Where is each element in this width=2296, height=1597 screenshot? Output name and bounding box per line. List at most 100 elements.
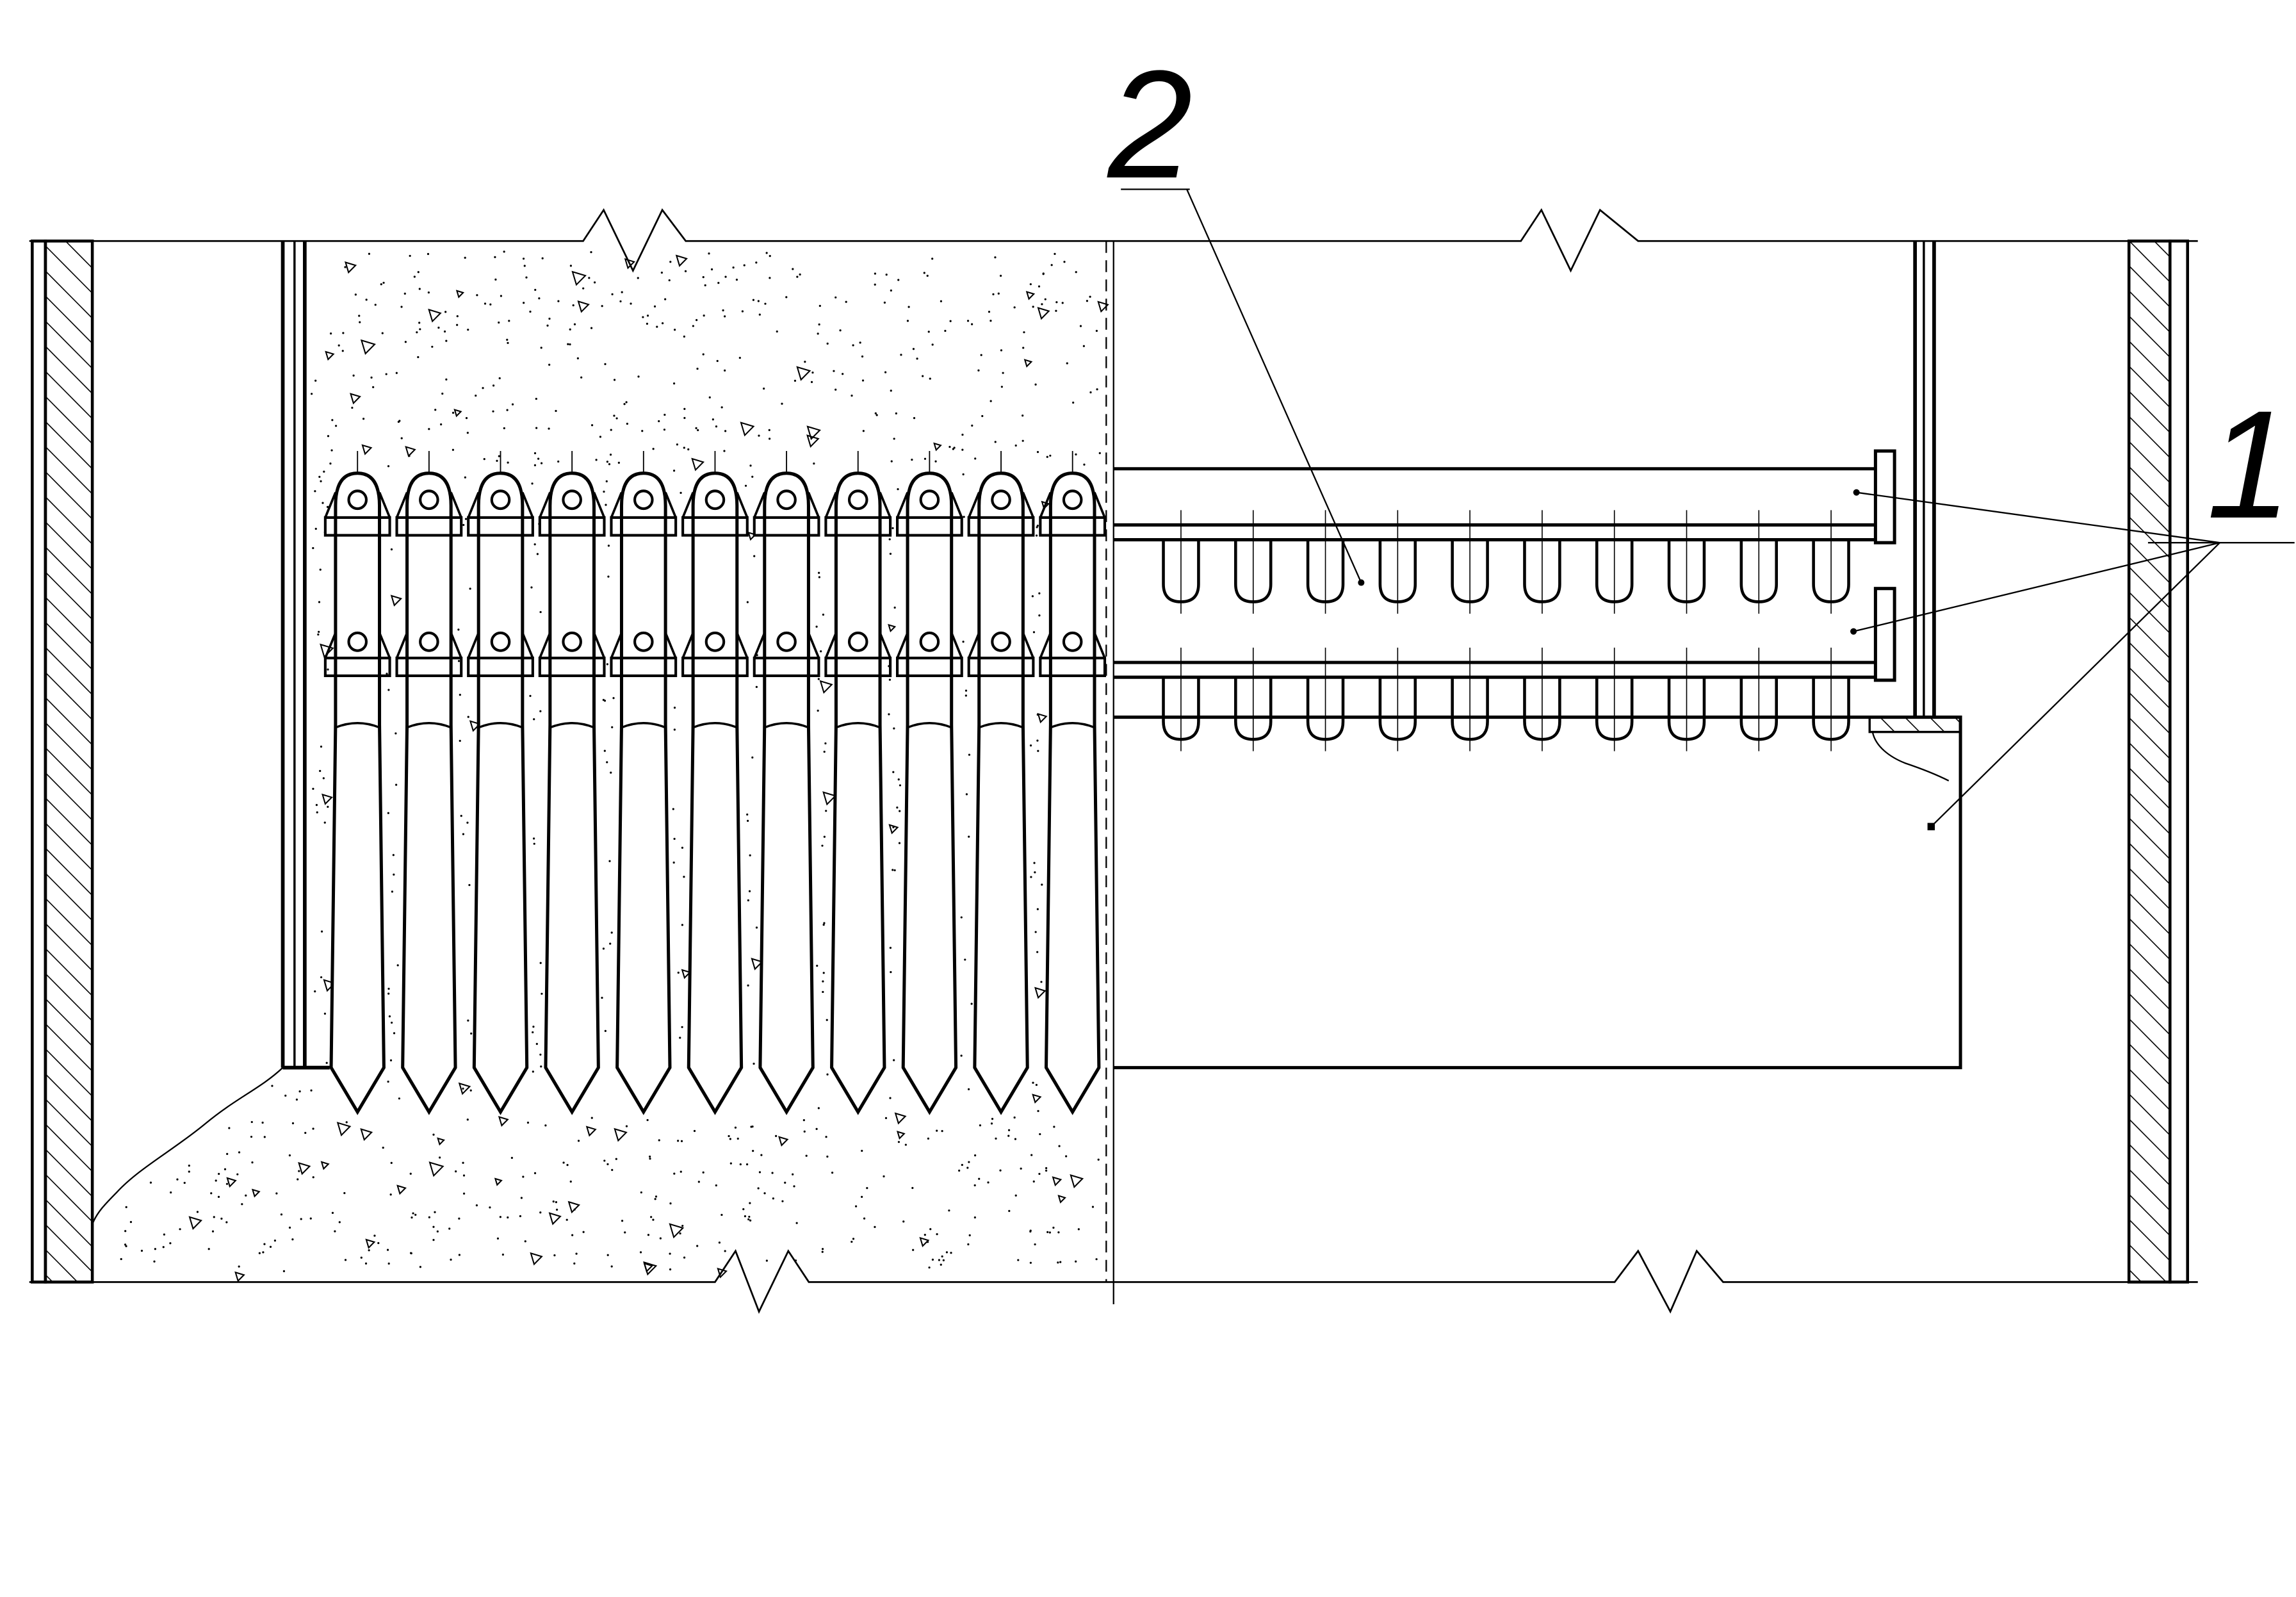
soil-grain [614,1127,628,1142]
soil-dot [861,355,864,358]
soil-dot [541,992,543,995]
soil-dot [924,1233,926,1236]
soil-dot [683,416,686,420]
soil-dot [1022,439,1024,442]
soil-dot [176,1178,179,1181]
soil-texture [120,250,1109,1282]
soil-dot [594,281,596,284]
soil-dot [826,342,829,345]
soil-dot [987,1181,989,1184]
soil-dot [945,1251,949,1254]
soil-dot [556,1208,558,1211]
soil-dot [501,1253,504,1256]
soil-dot [466,821,469,824]
soil-grain [717,1267,728,1279]
soil-grain [226,1177,237,1188]
soil-dot [1029,744,1032,747]
soil-dot [757,1187,760,1190]
soil-dot [822,972,825,974]
soil-dot [979,1124,982,1127]
soil-dot [923,272,925,274]
soil-dot [607,545,610,547]
soil-dot [351,406,354,409]
soil-dot [170,1191,172,1194]
soil-dot [803,1130,806,1133]
reinforcement-bar [1113,587,1896,751]
soil-dot [1038,285,1041,288]
soil-dot [637,375,640,378]
soil-dot [603,490,605,493]
soil-dot [343,1192,346,1195]
soil-dot [950,1252,952,1254]
soil-dot [510,1156,513,1159]
soil-dot [1017,1259,1020,1261]
soil-dot [605,504,607,506]
soil-dot [796,275,799,278]
soil-dot [314,490,316,493]
soil-dot [225,1221,228,1224]
soil-dot [443,330,446,333]
soil-dot [799,273,801,276]
soil-dot [1097,1158,1100,1161]
soil-dot [320,930,323,933]
soil-dot [507,461,509,464]
soil-dot [1030,1154,1033,1156]
soil-dot [992,293,995,296]
soil-dot [744,484,747,487]
soil-dot [331,419,334,422]
soil-dot [906,320,909,322]
soil-dot [890,460,893,463]
soil-dot [368,1249,370,1252]
soil-dot [916,357,918,360]
soil-dot [458,1254,461,1256]
soil-dot [411,1216,413,1219]
soil-grain [919,1236,930,1247]
soil-dot [386,673,388,675]
soil-dot [572,304,574,307]
soil-dot [1083,463,1086,466]
soil-dot [734,1126,737,1129]
soil-dot [606,461,608,463]
soil-dot [392,854,395,856]
soil-dot [468,883,471,887]
soil-dot [387,689,390,691]
soil-dot [540,462,543,464]
soil-dot [824,742,827,745]
soil-grain [822,791,837,806]
soil-dot [669,1202,672,1205]
soil-dot [758,313,761,316]
soil-dot [494,256,496,258]
soil-dot [912,1249,915,1251]
soil-dot [696,368,699,370]
soil-dot [211,1230,215,1233]
soil-dot [717,282,720,284]
soil-dot [893,869,896,872]
soil-dot [322,502,324,504]
soil-dot [615,1158,617,1160]
pile [753,451,820,1115]
soil-dot [822,923,825,926]
soil-dot [573,1262,576,1265]
soil-dot [753,555,756,557]
soil-dot [1066,362,1068,364]
soil-dot [1089,391,1092,394]
soil-grain [494,1177,503,1186]
soil-dot [395,732,397,735]
soil-dot [129,1221,133,1224]
soil-dot [608,463,611,466]
soil-slope-line [92,1067,284,1225]
soil-dot [888,538,891,541]
soil-dot [580,376,583,379]
soil-dot [653,305,656,307]
soil-dot [818,304,821,307]
soil-dot [400,437,403,439]
soil-dot [466,432,469,434]
soil-dot [434,1211,436,1213]
soil-dot [466,1118,469,1121]
soil-dot [1033,862,1036,864]
soil-dot [817,332,819,335]
soil-dot [335,425,338,427]
soil-dot [312,1127,314,1130]
soil-dot [314,990,316,993]
soil-dot [388,1015,391,1018]
